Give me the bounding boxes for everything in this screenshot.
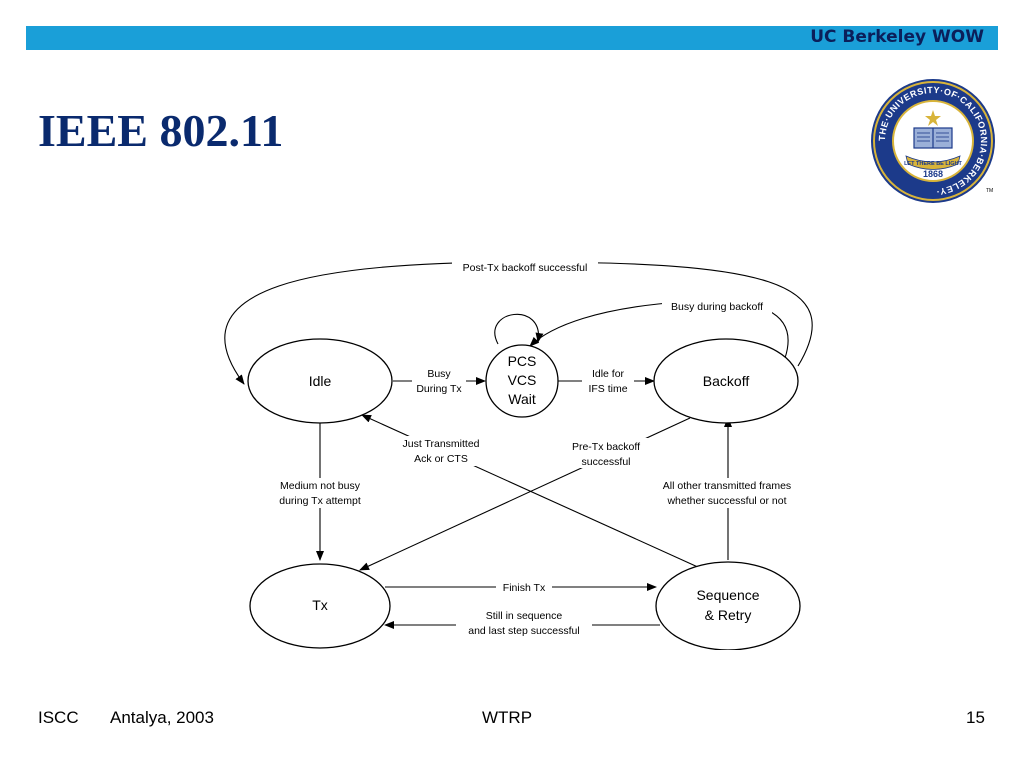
- label-pre-tx-1: Pre-Tx backoff: [572, 441, 640, 453]
- state-seq-label-1: Sequence: [696, 587, 759, 603]
- state-tx: [249, 563, 391, 649]
- label-busy-tx-1: Busy: [427, 368, 451, 380]
- slide-title: IEEE 802.11: [38, 105, 284, 156]
- state-idle: [247, 338, 393, 424]
- state-diagram: Idle PCS VCS Wait Backoff Tx Sequence & …: [224, 259, 813, 650]
- state-seq-retry: [655, 561, 801, 650]
- state-backoff-label: Backoff: [703, 373, 750, 389]
- state-seq-label-2: & Retry: [705, 607, 752, 623]
- state-wait-label-2: VCS: [508, 372, 537, 388]
- label-all-other-2: whether successful or not: [666, 495, 786, 507]
- footer-location-date: Antalya, 2003: [110, 708, 214, 727]
- label-busy-backoff: Busy during backoff: [671, 301, 763, 313]
- label-pre-tx-2: successful: [581, 456, 630, 468]
- label-medium-2: during Tx attempt: [279, 495, 361, 507]
- label-post-tx: Post-Tx backoff successful: [463, 262, 588, 274]
- state-tx-label: Tx: [312, 597, 328, 613]
- state-wait-label-1: PCS: [508, 353, 537, 369]
- brand-label: UC Berkeley WOW: [810, 27, 984, 47]
- footer-project: WTRP: [482, 708, 533, 727]
- footer-page-number: 15: [966, 708, 985, 727]
- state-idle-label: Idle: [309, 373, 332, 389]
- label-all-other-1: All other transmitted frames: [663, 480, 791, 492]
- seal-banner: LET THERE BE LIGHT: [904, 161, 962, 167]
- label-just-transmitted-2: Ack or CTS: [414, 453, 468, 465]
- berkeley-seal-logo: THE·UNIVERSITY·OF·CALIFORNIA·BERKELEY· L…: [871, 79, 995, 203]
- label-finish-tx: Finish Tx: [503, 582, 546, 594]
- seal-year: 1868: [923, 169, 943, 179]
- edge-wait-self-loop: [494, 313, 544, 345]
- label-idle-ifs-1: Idle for: [592, 368, 625, 380]
- label-busy-tx-2: During Tx: [416, 383, 462, 395]
- label-still-seq-2: and last step successful: [468, 625, 579, 637]
- state-wait: [485, 344, 559, 418]
- label-medium-1: Medium not busy: [280, 480, 361, 492]
- label-still-seq-1: Still in sequence: [486, 610, 563, 622]
- header-bar: UC Berkeley WOW: [26, 26, 998, 50]
- state-backoff: [653, 338, 799, 424]
- label-idle-ifs-2: IFS time: [588, 383, 627, 395]
- footer-conference: ISCC: [38, 708, 79, 727]
- label-just-transmitted-1: Just Transmitted: [402, 438, 479, 450]
- state-wait-label-3: Wait: [508, 391, 536, 407]
- seal-tm: TM: [986, 188, 993, 194]
